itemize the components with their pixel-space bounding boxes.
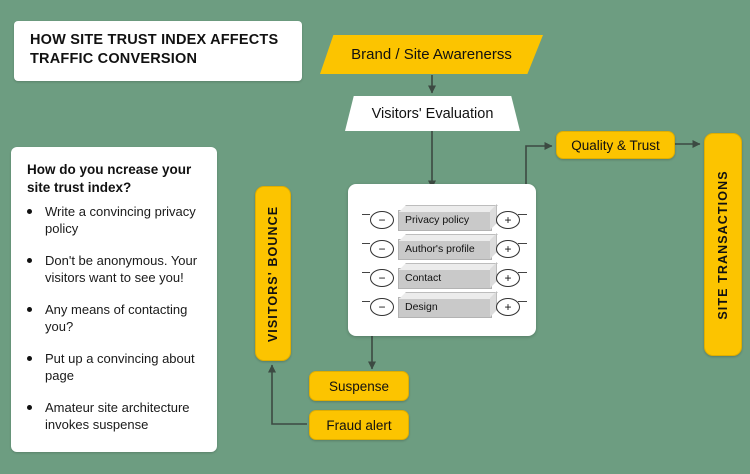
suspense-label: Suspense	[328, 378, 390, 394]
accordion-row-contact[interactable]: − Contact +	[348, 261, 536, 292]
accordion-row-label: Design	[405, 301, 438, 313]
site-transactions-bar: SITE TRANSACTIONS	[704, 133, 742, 356]
list-item: Any means of contacting you?	[19, 301, 211, 335]
wire-fraud-to-bounce	[268, 364, 307, 425]
visitors-evaluation-node: Visitors' Evaluation	[345, 96, 520, 131]
visitors-bounce-label: VISITORS' BOUNCE	[266, 205, 280, 342]
collapse-icon[interactable]: −	[370, 240, 394, 258]
tip-text: Amateur site architecture invokes suspen…	[45, 400, 190, 432]
row-connector-right	[518, 243, 527, 244]
bullet-icon	[27, 209, 32, 214]
row-connector-right	[518, 214, 527, 215]
row-connector-right	[518, 272, 527, 273]
tip-text: Any means of contacting you?	[45, 302, 188, 334]
tips-list: Write a convincing privacy policy Don't …	[19, 203, 211, 448]
brand-awareness-label: Brand / Site Awarenerss	[351, 46, 512, 63]
accordion-bar[interactable]: Author's profile	[398, 232, 498, 260]
collapse-icon[interactable]: −	[370, 211, 394, 229]
accordion-row-label: Author's profile	[405, 243, 475, 255]
list-item: Put up a convincing about page	[19, 350, 211, 384]
fraud-alert-node: Fraud alert	[309, 410, 409, 440]
expand-icon[interactable]: +	[496, 211, 520, 229]
row-connector-left	[362, 301, 370, 302]
accordion-row-design[interactable]: − Design +	[348, 290, 536, 321]
title-card: HOW SITE TRUST INDEX AFFECTS TRAFFIC CON…	[14, 21, 302, 81]
list-item: Don't be anonymous. Your visitors want t…	[19, 252, 211, 286]
bullet-icon	[27, 258, 32, 263]
accordion-bar[interactable]: Contact	[398, 261, 498, 289]
expand-icon[interactable]: +	[496, 240, 520, 258]
accordion-bar[interactable]: Privacy policy	[398, 203, 498, 231]
tips-heading: How do you ncrease your site trust index…	[27, 162, 192, 195]
brand-awareness-banner: Brand / Site Awarenerss	[320, 35, 543, 74]
quality-trust-node: Quality & Trust	[556, 131, 675, 159]
tip-text: Put up a convincing about page	[45, 351, 195, 383]
row-connector-left	[362, 214, 370, 215]
collapse-icon[interactable]: −	[370, 269, 394, 287]
row-connector-right	[518, 301, 527, 302]
visitors-evaluation-label: Visitors' Evaluation	[371, 105, 494, 122]
quality-trust-label: Quality & Trust	[571, 137, 660, 153]
collapse-icon[interactable]: −	[370, 298, 394, 316]
bullet-icon	[27, 356, 32, 361]
accordion-row-authors-profile[interactable]: − Author's profile +	[348, 232, 536, 263]
fraud-alert-label: Fraud alert	[326, 417, 392, 433]
site-transactions-label: SITE TRANSACTIONS	[716, 169, 730, 320]
row-connector-left	[362, 243, 370, 244]
accordion-row-label: Contact	[405, 272, 442, 284]
bullet-icon	[27, 307, 32, 312]
tip-text: Write a convincing privacy policy	[45, 204, 196, 236]
suspense-node: Suspense	[309, 371, 409, 401]
row-connector-left	[362, 272, 370, 273]
bullet-icon	[27, 405, 32, 410]
list-item: Write a convincing privacy policy	[19, 203, 211, 237]
accordion-bar[interactable]: Design	[398, 290, 498, 318]
expand-icon[interactable]: +	[496, 269, 520, 287]
expand-icon[interactable]: +	[496, 298, 520, 316]
tips-card: How do you ncrease your site trust index…	[11, 147, 217, 452]
accordion-row-label: Privacy policy	[405, 214, 470, 226]
list-item: Amateur site architecture invokes suspen…	[19, 399, 211, 433]
page-title: HOW SITE TRUST INDEX AFFECTS TRAFFIC CON…	[30, 32, 279, 67]
visitors-bounce-bar: VISITORS' BOUNCE	[255, 186, 291, 361]
accordion-row-privacy-policy[interactable]: − Privacy policy +	[348, 203, 536, 234]
tip-text: Don't be anonymous. Your visitors want t…	[45, 253, 198, 285]
accordion-panel: − Privacy policy + − Author's profile + …	[348, 184, 536, 336]
